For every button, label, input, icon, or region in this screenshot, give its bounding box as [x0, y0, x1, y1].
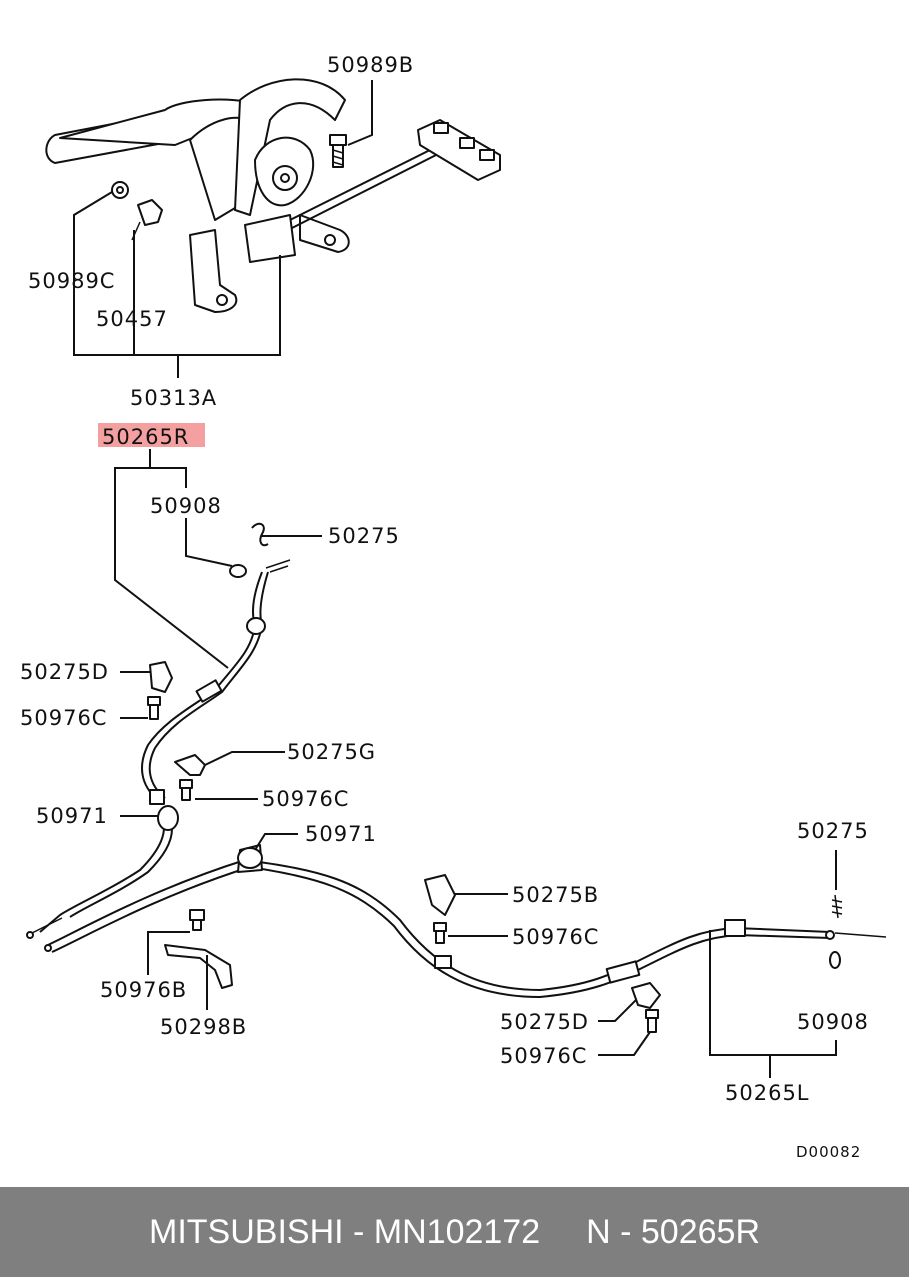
label-50976B: 50976B	[100, 978, 187, 1002]
label-50971-mid: 50971	[305, 822, 377, 846]
cable-50265R	[26, 522, 291, 939]
label-50275D-bottom: 50275D	[500, 1010, 589, 1034]
bolt-50976B	[189, 909, 205, 931]
label-50265R: 50265R	[102, 425, 189, 449]
label-50989C: 50989C	[28, 269, 115, 293]
clip-50275B	[424, 874, 456, 916]
brake-lever-assembly	[45, 78, 501, 313]
label-50275-right: 50275	[797, 819, 869, 843]
highlight-50265R	[98, 423, 205, 447]
label-50457: 50457	[96, 307, 168, 331]
label-50976C-mid: 50976C	[262, 787, 349, 811]
clip-50989C	[111, 181, 129, 199]
label-50275G: 50275G	[287, 740, 376, 764]
drawing-code: D00082	[796, 1143, 861, 1161]
bolt-50989B	[329, 134, 347, 168]
label-50976C-bottom: 50976C	[500, 1044, 587, 1068]
footer-ref: N - 50265R	[586, 1212, 760, 1251]
footer-brand-part: MITSUBISHI - MN102172	[149, 1212, 541, 1251]
label-50313A: 50313A	[130, 386, 217, 410]
label-50976C-left: 50976C	[20, 706, 107, 730]
bolt-50976C-right	[433, 922, 447, 944]
parts-diagram: 50989B 50989C 50457 50313A 50265R 50908 …	[20, 53, 887, 1161]
clip-50457	[131, 199, 163, 241]
label-50275-top: 50275	[328, 524, 400, 548]
spring-50275-right	[831, 894, 843, 919]
bolt-50976C-bottom	[645, 1009, 659, 1033]
label-50908-right: 50908	[797, 1010, 869, 1034]
label-50275D-left: 50275D	[20, 660, 109, 684]
grommet-50908-right	[829, 951, 841, 969]
label-50298B: 50298B	[160, 1015, 247, 1039]
label-50275B: 50275B	[512, 883, 599, 907]
label-50976C-right: 50976C	[512, 925, 599, 949]
clip-50275D-left	[149, 661, 173, 693]
label-50908-top: 50908	[150, 494, 222, 518]
label-50971-left: 50971	[36, 804, 108, 828]
label-50265L: 50265L	[725, 1081, 810, 1105]
cable-50265L	[44, 844, 887, 999]
bolt-50976C-mid	[179, 779, 193, 801]
label-50989B: 50989B	[327, 53, 414, 77]
clip-50275D-bottom	[631, 982, 661, 1009]
bolt-50976C-left	[147, 696, 161, 720]
clip-50275G	[174, 754, 206, 776]
footer-bar: MITSUBISHI - MN102172 N - 50265R	[0, 1187, 909, 1277]
bracket-50298B	[164, 944, 233, 989]
